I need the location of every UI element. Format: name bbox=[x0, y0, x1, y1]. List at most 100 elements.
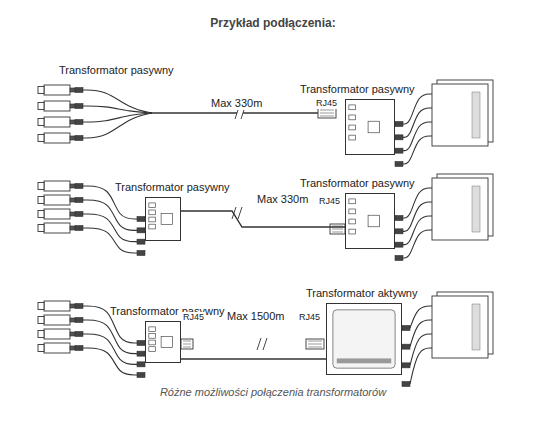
camera-icon bbox=[38, 343, 75, 353]
coax-wire bbox=[83, 200, 138, 230]
rj45-pin bbox=[308, 341, 322, 342]
bnc-connector bbox=[395, 148, 403, 153]
coax-wire bbox=[410, 334, 432, 365]
break-mark bbox=[238, 207, 242, 219]
coax-wire bbox=[410, 348, 432, 384]
bnc-connector bbox=[137, 341, 145, 346]
bnc-connector bbox=[75, 304, 83, 309]
diagram-title: Przykład podłączenia: bbox=[0, 16, 546, 30]
coax-wire bbox=[83, 334, 138, 364]
break-mark bbox=[257, 338, 261, 350]
bnc-connector bbox=[75, 184, 83, 189]
bnc-connector bbox=[75, 226, 83, 231]
camera-icon bbox=[38, 195, 75, 205]
terminal bbox=[349, 199, 356, 204]
connector-label: RJ45 bbox=[315, 98, 338, 109]
bnc-connector bbox=[137, 217, 145, 222]
label-strip bbox=[337, 358, 391, 363]
coax-wire bbox=[403, 94, 432, 124]
bnc-connector bbox=[75, 88, 83, 93]
device-box bbox=[145, 197, 181, 241]
utp-cable bbox=[181, 211, 345, 227]
bnc-connector bbox=[402, 344, 410, 349]
bnc-connector bbox=[395, 122, 403, 127]
connector-label: RJ45 bbox=[298, 312, 321, 323]
rj45-plug bbox=[306, 339, 324, 349]
utp-cable bbox=[150, 112, 318, 113]
bnc-connector bbox=[75, 104, 83, 109]
device-box bbox=[145, 321, 181, 363]
coax-wire bbox=[83, 106, 152, 113]
coax-wire bbox=[403, 136, 432, 164]
terminal bbox=[149, 327, 156, 332]
coax-wire bbox=[410, 306, 432, 328]
utp-cable bbox=[181, 358, 326, 359]
coax-wire bbox=[403, 108, 432, 137]
device-box bbox=[326, 303, 402, 375]
rj45-pin bbox=[308, 344, 322, 345]
camera-icon bbox=[38, 329, 75, 339]
terminal bbox=[149, 217, 156, 222]
camera-icon bbox=[38, 181, 75, 191]
terminal bbox=[349, 229, 356, 234]
bnc-connector bbox=[402, 363, 410, 368]
passive-transformer: Transformator pasywny bbox=[345, 176, 395, 249]
rj45-pin bbox=[332, 232, 343, 233]
bnc-connector bbox=[75, 332, 83, 337]
node-heading: Transformator pasywny bbox=[110, 304, 181, 319]
camera-icon bbox=[38, 101, 75, 111]
bnc-connector bbox=[75, 346, 83, 351]
connector-label: RJ45 bbox=[318, 196, 341, 207]
bnc-connector bbox=[75, 120, 83, 125]
camera-icon bbox=[38, 223, 75, 233]
rj45-pin bbox=[308, 347, 322, 348]
node-heading: Transformator pasywny bbox=[300, 82, 395, 97]
part-label: Transformator pasywny bbox=[58, 64, 175, 77]
bnc-connector bbox=[395, 229, 403, 234]
coax-wire bbox=[403, 202, 432, 231]
rj45-socket bbox=[161, 213, 172, 224]
connector-label: RJ45 bbox=[182, 312, 205, 323]
distance-label: Max 1500m bbox=[226, 310, 285, 323]
bnc-connector bbox=[137, 351, 145, 356]
rj45-pin bbox=[320, 110, 334, 111]
terminal bbox=[149, 347, 156, 352]
passive-transformer: Transformator pasywny bbox=[145, 180, 181, 241]
bnc-connector bbox=[75, 136, 83, 141]
bnc-connector bbox=[395, 256, 403, 261]
coax-wire bbox=[403, 230, 432, 258]
terminal bbox=[149, 210, 156, 215]
coax-wire bbox=[83, 113, 152, 138]
node-heading: Transformator pasywny bbox=[115, 180, 181, 195]
bnc-connector bbox=[395, 242, 403, 247]
bnc-connector bbox=[395, 135, 403, 140]
coax-wire bbox=[83, 113, 152, 122]
bnc-connector bbox=[137, 228, 145, 233]
rj45-socket bbox=[161, 336, 172, 347]
rj45-plug bbox=[318, 108, 336, 118]
terminal bbox=[349, 125, 356, 130]
bnc-connector bbox=[402, 326, 410, 331]
rj45-pin bbox=[320, 116, 334, 117]
break-gap bbox=[259, 338, 265, 350]
bnc-connector bbox=[137, 362, 145, 367]
rj45-plug bbox=[181, 339, 193, 349]
coax-wire bbox=[83, 348, 138, 375]
terminal bbox=[349, 105, 356, 110]
device-detail bbox=[346, 194, 394, 248]
bnc-connector bbox=[137, 239, 145, 244]
dvr-recorder bbox=[432, 174, 493, 240]
camera-icon bbox=[38, 301, 75, 311]
device-detail bbox=[346, 100, 394, 154]
device-box bbox=[345, 193, 395, 249]
camera-icon bbox=[38, 117, 75, 127]
bnc-connector bbox=[75, 318, 83, 323]
distance-label: Max 330m bbox=[256, 193, 309, 206]
node-heading: Transformator pasywny bbox=[300, 176, 395, 191]
rj45-socket bbox=[368, 215, 380, 227]
dvr-recorder bbox=[432, 80, 493, 146]
camera-icon bbox=[38, 209, 75, 219]
break-gap bbox=[234, 207, 240, 219]
bnc-connector bbox=[402, 382, 410, 387]
rj45-pin bbox=[183, 344, 191, 345]
